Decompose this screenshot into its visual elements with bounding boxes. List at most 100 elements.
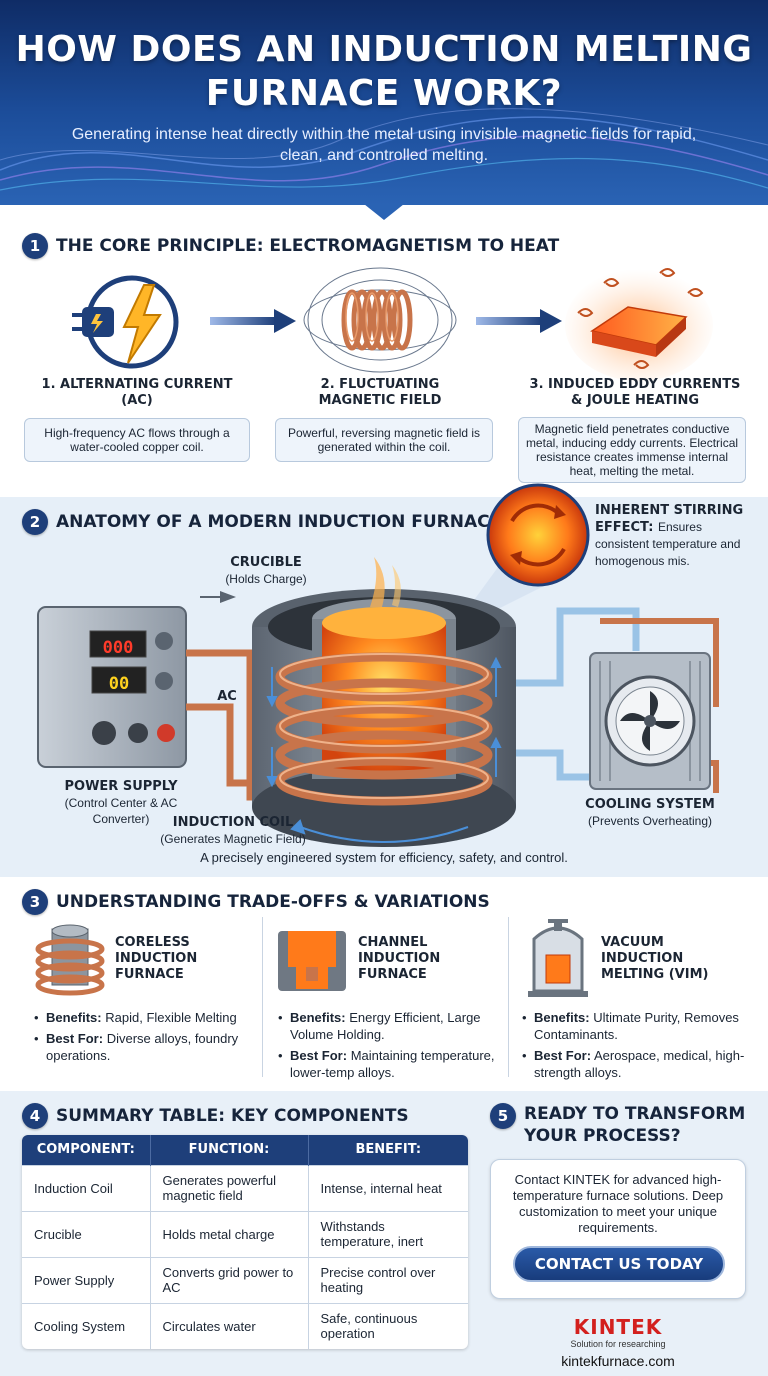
table-cell: Safe, continuous operation bbox=[308, 1302, 468, 1349]
table-header-benefit: BENEFIT: bbox=[308, 1135, 468, 1165]
table-header-row: COMPONENT: FUNCTION: BENEFIT: bbox=[22, 1135, 468, 1165]
cooling-system-title: COOLING SYSTEM bbox=[585, 797, 715, 812]
table-cell: Converts grid power to AC bbox=[150, 1256, 309, 1303]
coreless-benefits: Benefits: Rapid, Flexible Melting bbox=[34, 1009, 258, 1026]
arrow-right-icon bbox=[210, 309, 296, 333]
plug-lightning-icon bbox=[72, 275, 179, 369]
section-2-title: ANATOMY OF A MODERN INDUCTION FURNACE bbox=[56, 512, 502, 532]
table-row: Power Supply Converts grid power to AC P… bbox=[22, 1256, 468, 1303]
channel-benefits-value: Energy Efficient, Large Volume Holding. bbox=[290, 1010, 481, 1042]
column-divider-2 bbox=[508, 917, 509, 1077]
induction-coil-sub: (Generates Magnetic Field) bbox=[160, 832, 306, 846]
furnace-diagram bbox=[37, 557, 719, 847]
coreless-furnace-icon bbox=[35, 924, 105, 996]
section-3-title: UNDERSTANDING TRADE-OFFS & VARIATIONS bbox=[56, 892, 490, 912]
step-1-description: High-frequency AC flows through a water-… bbox=[24, 418, 250, 462]
coreless-best-for: Best For: Diverse alloys, foundry operat… bbox=[34, 1030, 258, 1064]
anatomy-footer: A precisely engineered system for effici… bbox=[200, 850, 568, 865]
section-3-heading: 3 UNDERSTANDING TRADE-OFFS & VARIATIONS bbox=[22, 889, 490, 915]
section-2-number: 2 bbox=[22, 509, 48, 535]
section-4-title: SUMMARY TABLE: KEY COMPONENTS bbox=[56, 1106, 409, 1126]
website-link[interactable]: kintekfurnace.com bbox=[561, 1353, 675, 1369]
summary-table: COMPONENT: FUNCTION: BENEFIT: Induction … bbox=[22, 1135, 468, 1349]
coil-magnetic-field-icon bbox=[303, 267, 457, 373]
hot-ingot-icon bbox=[565, 268, 713, 381]
vim-best-for: Best For: Aerospace, medical, high-stren… bbox=[522, 1047, 752, 1081]
vim-benefits-value: Ultimate Purity, Removes Contaminants. bbox=[534, 1010, 739, 1042]
page-subtitle: Generating intense heat directly within … bbox=[71, 126, 697, 164]
stirring-title-rest: EFFECT: bbox=[595, 520, 654, 535]
table-cell: Holds metal charge bbox=[150, 1210, 309, 1257]
step-2-description: Powerful, reversing magnetic field is ge… bbox=[275, 418, 493, 462]
coreless-best-value: Diverse alloys, foundry operations. bbox=[46, 1031, 239, 1063]
coreless-best-label: Best For: bbox=[46, 1031, 104, 1046]
step-3-title: 3. INDUCED EDDY CURRENTS & JOULE HEATING bbox=[529, 377, 741, 408]
coreless-benefits-label: Benefits: bbox=[46, 1010, 102, 1025]
channel-benefits-label: Benefits: bbox=[290, 1010, 346, 1025]
section-1-number: 1 bbox=[22, 233, 48, 259]
section-core-principle: 1 THE CORE PRINCIPLE: ELECTROMAGNETISM T… bbox=[0, 205, 768, 497]
stirring-title: INHERENT STIRRING bbox=[595, 503, 744, 518]
hero-notch bbox=[364, 204, 404, 220]
stirring-description: Ensures consistent temperature and homog… bbox=[595, 520, 741, 568]
table-header-function: FUNCTION: bbox=[150, 1135, 309, 1165]
table-row: Cooling System Circulates water Safe, co… bbox=[22, 1302, 468, 1349]
vim-benefits: Benefits: Ultimate Purity, Removes Conta… bbox=[522, 1009, 752, 1043]
section-3-number: 3 bbox=[22, 889, 48, 915]
cooling-system-sub: (Prevents Overheating) bbox=[587, 814, 713, 828]
coreless-details: Benefits: Rapid, Flexible Melting Best F… bbox=[34, 1009, 258, 1068]
table-row: Crucible Holds metal charge Withstands t… bbox=[22, 1210, 468, 1257]
table-cell: Precise control over heating bbox=[308, 1256, 468, 1303]
ac-label: AC bbox=[217, 689, 237, 704]
section-5-heading: 5 READY TO TRANSFORM YOUR PROCESS? bbox=[490, 1103, 750, 1147]
section-4-number: 4 bbox=[22, 1103, 48, 1129]
channel-benefits: Benefits: Energy Efficient, Large Volume… bbox=[278, 1009, 502, 1043]
table-header-component: COMPONENT: bbox=[22, 1135, 151, 1165]
cooling-system-label: COOLING SYSTEM (Prevents Overheating) bbox=[578, 797, 722, 829]
channel-best-for: Best For: Maintaining temperature, lower… bbox=[278, 1047, 502, 1081]
wave-decoration bbox=[0, 108, 768, 191]
section-4-heading: 4 SUMMARY TABLE: KEY COMPONENTS bbox=[22, 1103, 409, 1129]
channel-best-value: Maintaining temperature, lower-temp allo… bbox=[290, 1048, 495, 1080]
table-cell: Generates powerful magnetic field bbox=[150, 1164, 309, 1211]
section-trade-offs: 3 UNDERSTANDING TRADE-OFFS & VARIATIONS … bbox=[0, 877, 768, 1091]
section-1-title: THE CORE PRINCIPLE: ELECTROMAGNETISM TO … bbox=[56, 236, 560, 256]
vim-best-value: Aerospace, medical, high-strength alloys… bbox=[534, 1048, 745, 1080]
vim-title: VACUUM INDUCTION MELTING (VIM) bbox=[601, 935, 709, 982]
power-display-bottom: 00 bbox=[108, 674, 130, 694]
table-cell: Circulates water bbox=[150, 1302, 309, 1349]
power-supply-sub: (Control Center & AC Converter) bbox=[64, 796, 178, 826]
column-divider bbox=[262, 917, 263, 1077]
coreless-benefits-value: Rapid, Flexible Melting bbox=[105, 1010, 237, 1025]
channel-furnace-icon bbox=[278, 931, 346, 991]
vim-best-label: Best For: bbox=[534, 1048, 592, 1063]
induction-coil-label: INDUCTION COIL (Generates Magnetic Field… bbox=[150, 815, 316, 847]
hero-banner: HOW DOES AN INDUCTION MELTING FURNACE WO… bbox=[0, 0, 768, 205]
coreless-title: CORELESS INDUCTION FURNACE bbox=[115, 935, 198, 982]
table-row: Induction Coil Generates powerful magnet… bbox=[22, 1164, 468, 1211]
power-supply-label: POWER SUPPLY (Control Center & AC Conver… bbox=[46, 779, 196, 827]
power-display-top: 000 bbox=[102, 638, 134, 658]
crucible-label: CRUCIBLE (Holds Charge) bbox=[206, 555, 326, 587]
kintek-logo: KINTEK bbox=[573, 1315, 663, 1339]
table-cell: Withstands temperature, inert bbox=[308, 1210, 468, 1257]
table-cell: Crucible bbox=[22, 1210, 151, 1257]
section-5-number: 5 bbox=[490, 1103, 516, 1129]
cta-card: Contact KINTEK for advanced high-tempera… bbox=[490, 1159, 746, 1299]
vim-details: Benefits: Ultimate Purity, Removes Conta… bbox=[522, 1009, 752, 1085]
table-cell: Cooling System bbox=[22, 1302, 151, 1349]
contact-us-button[interactable]: CONTACT US TODAY bbox=[513, 1246, 725, 1282]
section-2-heading: 2 ANATOMY OF A MODERN INDUCTION FURNACE bbox=[22, 509, 501, 535]
section-5-title: READY TO TRANSFORM YOUR PROCESS? bbox=[524, 1104, 746, 1146]
induction-coil-title: INDUCTION COIL bbox=[172, 815, 294, 830]
step-3-description: Magnetic field penetrates conductive met… bbox=[518, 417, 746, 483]
cta-text: Contact KINTEK for advanced high-tempera… bbox=[512, 1172, 724, 1235]
table-cell: Power Supply bbox=[22, 1256, 151, 1303]
section-1-heading: 1 THE CORE PRINCIPLE: ELECTROMAGNETISM T… bbox=[22, 233, 559, 259]
section-anatomy: 2 ANATOMY OF A MODERN INDUCTION FURNACE … bbox=[0, 483, 768, 877]
crucible-label-title: CRUCIBLE bbox=[230, 555, 302, 570]
channel-title: CHANNEL INDUCTION FURNACE bbox=[358, 935, 441, 982]
page-title: HOW DOES AN INDUCTION MELTING FURNACE WO… bbox=[15, 29, 753, 114]
section-summary: 4 SUMMARY TABLE: KEY COMPONENTS COMPONEN… bbox=[0, 1091, 768, 1376]
step-1-title: 1. ALTERNATING CURRENT (AC) bbox=[41, 377, 233, 408]
